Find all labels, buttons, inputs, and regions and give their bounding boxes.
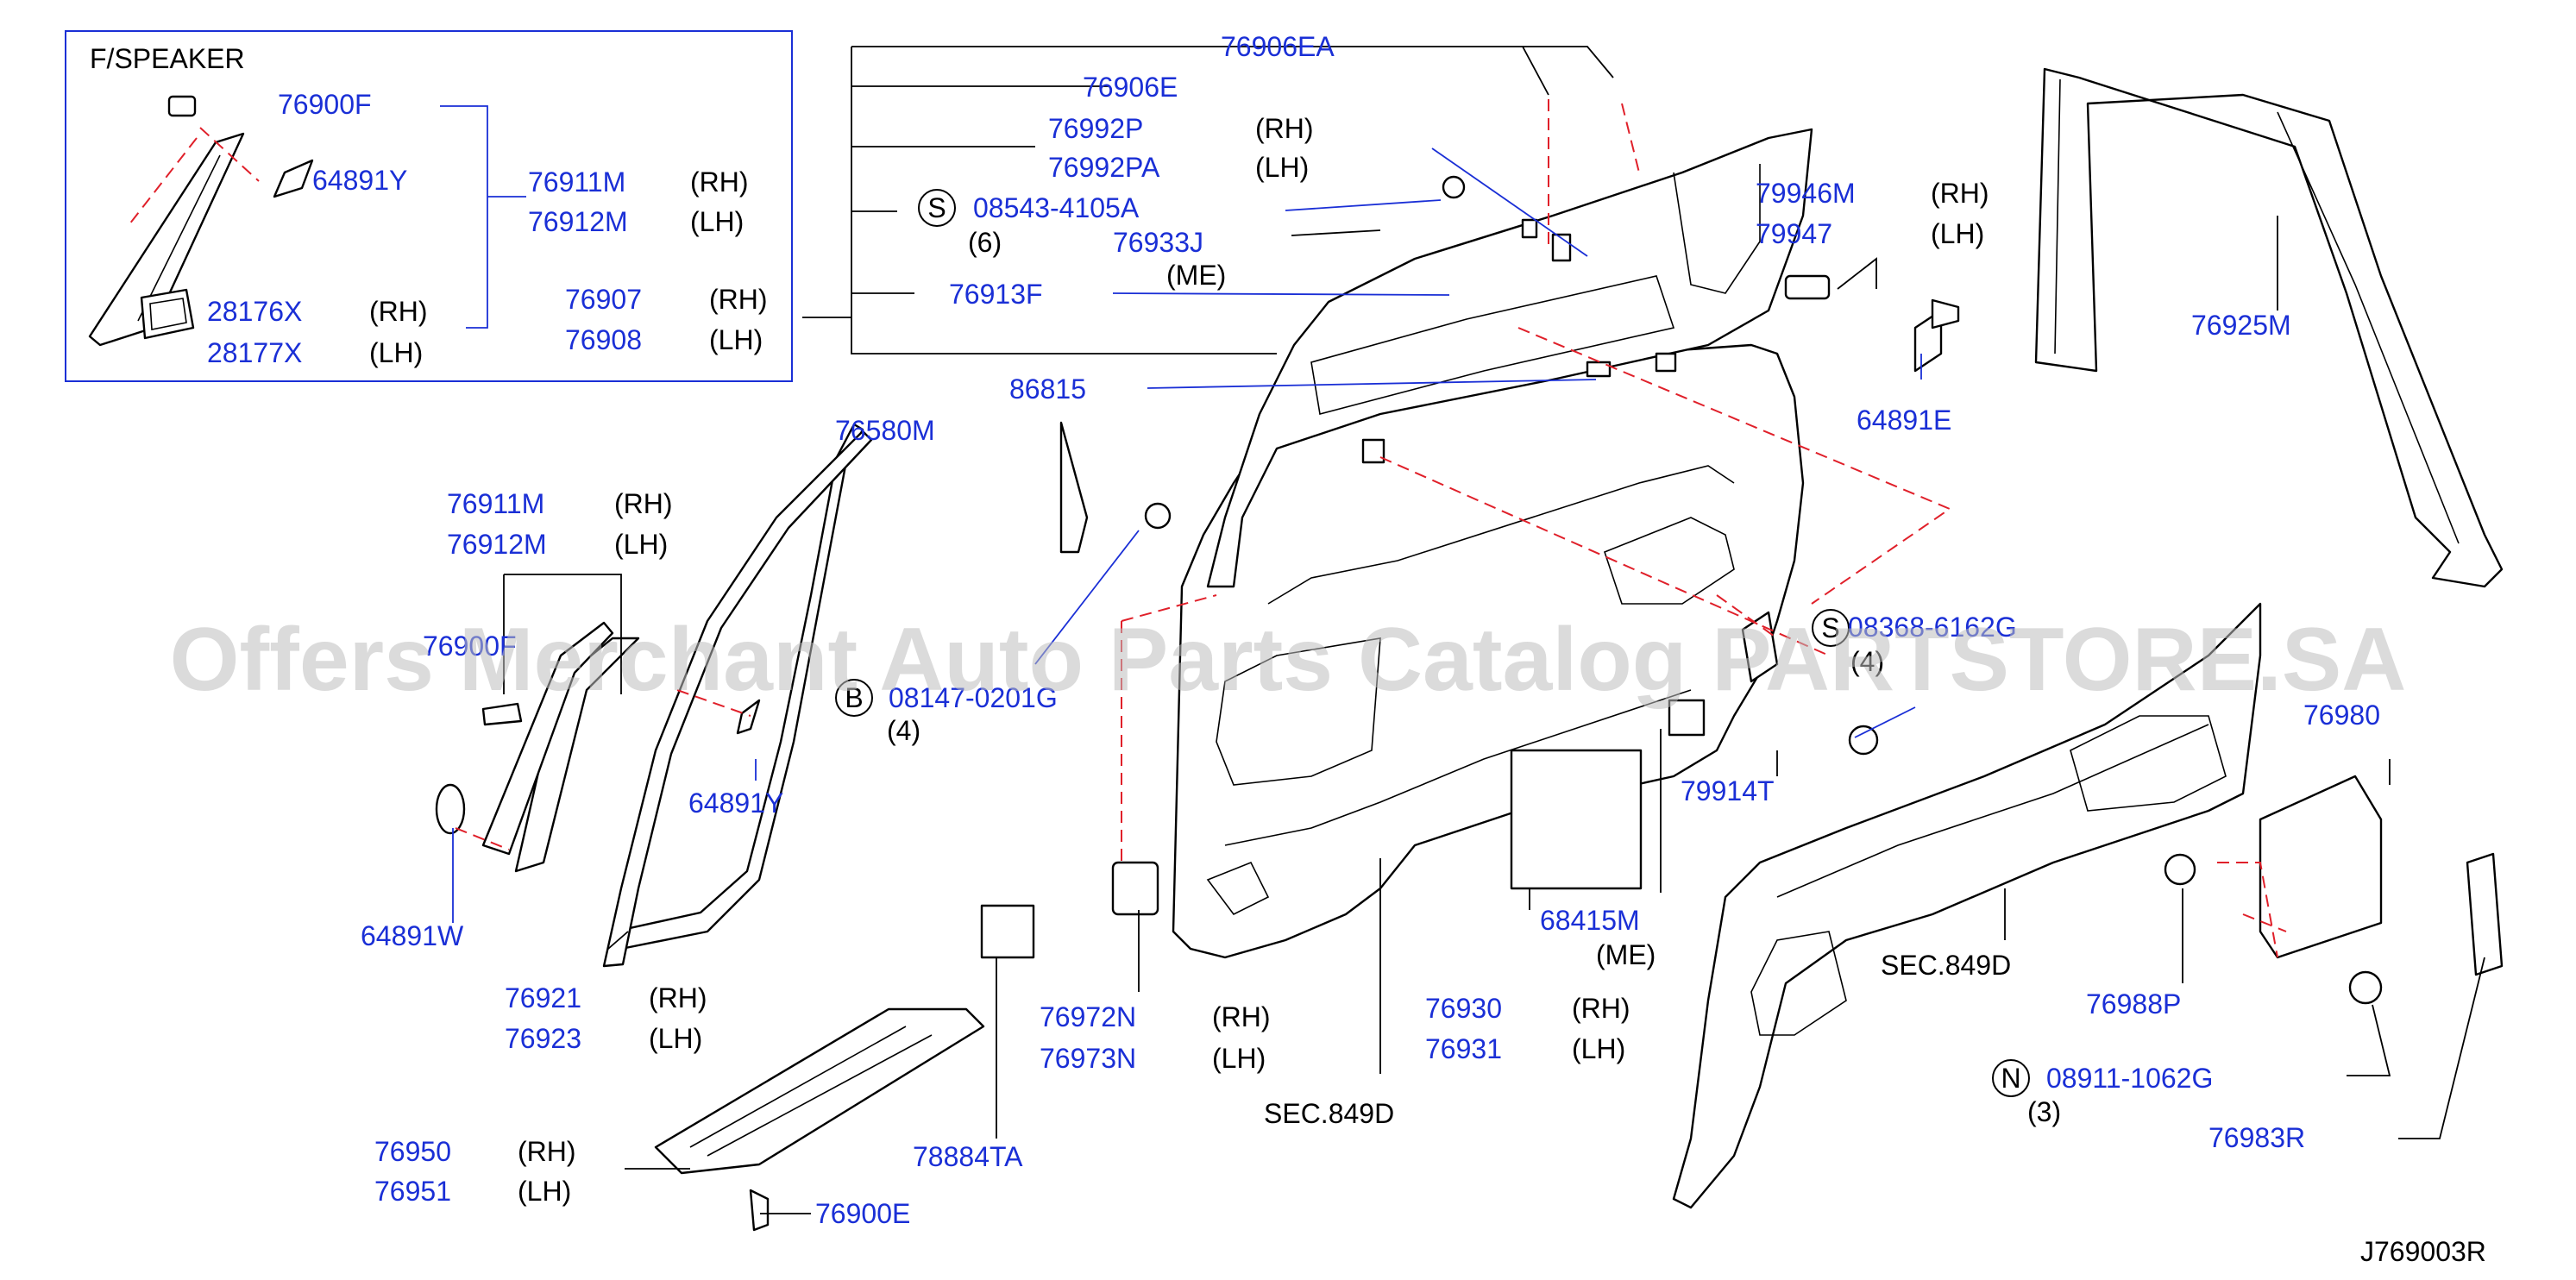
- part-label-inset-76911M[interactable]: 76911M: [528, 166, 625, 198]
- part-side-76973N: (LH): [1212, 1043, 1266, 1074]
- part-label-76988P[interactable]: 76988P: [2086, 988, 2181, 1020]
- part-qty-08147-0201G: (4): [887, 715, 920, 746]
- part-label-76950[interactable]: 76950: [374, 1136, 451, 1167]
- diagram-code: J769003R: [2360, 1236, 2486, 1267]
- part-side-76907: (RH): [709, 284, 768, 315]
- section-ref-right[interactable]: SEC.849D: [1881, 950, 2011, 981]
- part-label-76580M[interactable]: 76580M: [835, 415, 935, 446]
- dashed-connection-lines: [455, 99, 2287, 958]
- part-label-inset-76900F[interactable]: 76900F: [278, 89, 372, 120]
- part-side-76950: (RH): [518, 1136, 576, 1167]
- part-label-76973N[interactable]: 76973N: [1040, 1043, 1136, 1074]
- part-side-76992P: (RH): [1255, 113, 1314, 144]
- part-side-76933J: (ME): [1166, 260, 1226, 291]
- circle-prefix-s-1: [918, 189, 956, 227]
- part-label-68415M[interactable]: 68415M: [1540, 905, 1640, 936]
- part-label-76923[interactable]: 76923: [505, 1023, 581, 1054]
- circle-prefix-n-label: N: [2001, 1063, 2020, 1094]
- part-label-08147-0201G[interactable]: 08147-0201G: [889, 682, 1058, 713]
- part-qty-08911-1062G: (3): [2027, 1096, 2061, 1127]
- part-label-76906EA[interactable]: 76906EA: [1221, 31, 1335, 62]
- part-label-08911-1062G[interactable]: 08911-1062G: [2046, 1063, 2213, 1094]
- part-label-76930[interactable]: 76930: [1425, 993, 1502, 1024]
- part-side-76908: (LH): [709, 324, 763, 355]
- part-label-64891Y[interactable]: 64891Y: [688, 787, 783, 819]
- part-label-76900E[interactable]: 76900E: [815, 1198, 910, 1229]
- blue-leader-lines: [440, 105, 1922, 923]
- part-label-86815[interactable]: 86815: [1009, 373, 1086, 405]
- part-label-28176X[interactable]: 28176X: [207, 296, 302, 327]
- part-side-28177X: (LH): [369, 337, 423, 368]
- part-side-76992PA: (LH): [1255, 152, 1309, 183]
- part-label-08543-4105A[interactable]: 08543-4105A: [973, 192, 1140, 223]
- part-label-76972N[interactable]: 76972N: [1040, 1001, 1136, 1032]
- part-label-76980[interactable]: 76980: [2303, 700, 2380, 731]
- speaker-inset-title: F/SPEAKER: [90, 43, 245, 74]
- part-side-76951: (LH): [518, 1176, 571, 1207]
- part-label-76992P[interactable]: 76992P: [1048, 113, 1143, 144]
- part-label-79914T[interactable]: 79914T: [1681, 775, 1775, 806]
- rear-side-trim-panel-drawing: [1172, 343, 1805, 959]
- part-label-08368-6162G[interactable]: 08368-6162G: [1848, 612, 2017, 643]
- part-label-76921[interactable]: 76921: [505, 982, 581, 1013]
- part-qty-08368-6162G: (4): [1850, 646, 1884, 677]
- part-side-68415M: (ME): [1596, 939, 1656, 970]
- part-label-64891E[interactable]: 64891E: [1857, 405, 1951, 436]
- part-side-inset-76911M: (RH): [690, 166, 749, 198]
- part-label-64891W[interactable]: 64891W: [361, 920, 464, 951]
- part-label-inset-64891Y[interactable]: 64891Y: [312, 165, 407, 196]
- watermark-text: Offers Merchant Auto Parts Catalog PARTS…: [170, 610, 2407, 710]
- part-side-76912M: (LH): [614, 529, 668, 560]
- part-side-79947: (LH): [1931, 218, 1984, 249]
- small-fasteners-drawing: [435, 175, 2504, 1232]
- part-label-76983R[interactable]: 76983R: [2208, 1122, 2305, 1153]
- part-label-76907[interactable]: 76907: [565, 284, 642, 315]
- part-label-76906E[interactable]: 76906E: [1083, 72, 1178, 103]
- part-label-inset-76912M[interactable]: 76912M: [528, 206, 628, 237]
- part-qty-08543-4105A: (6): [968, 227, 1002, 258]
- part-label-76911M[interactable]: 76911M: [447, 488, 544, 519]
- part-side-28176X: (RH): [369, 296, 428, 327]
- part-side-76931: (LH): [1572, 1033, 1625, 1064]
- black-leader-lines: [503, 46, 2485, 1214]
- part-label-78884TA[interactable]: 78884TA: [913, 1141, 1023, 1172]
- part-side-76972N: (RH): [1212, 1001, 1271, 1032]
- part-label-79946M[interactable]: 79946M: [1756, 178, 1856, 209]
- circle-prefix-s-2-label: S: [1821, 612, 1839, 643]
- speaker-inset-frame: [65, 30, 793, 382]
- circle-prefix-s-2: [1812, 609, 1850, 647]
- part-label-76992PA[interactable]: 76992PA: [1048, 152, 1160, 183]
- part-label-76912M[interactable]: 76912M: [447, 529, 547, 560]
- upper-quarter-trim-drawing: [1206, 128, 1813, 588]
- a-pillar-weatherstrip-drawing: [481, 423, 873, 968]
- part-label-76931[interactable]: 76931: [1425, 1033, 1502, 1064]
- part-side-inset-76912M: (LH): [690, 206, 744, 237]
- circle-prefix-b: [835, 679, 873, 717]
- part-side-79946M: (RH): [1931, 178, 1989, 209]
- part-label-76913F[interactable]: 76913F: [949, 279, 1043, 310]
- part-label-28177X[interactable]: 28177X: [207, 337, 302, 368]
- part-label-76933J[interactable]: 76933J: [1113, 227, 1203, 258]
- step-plate-drawing: [654, 1007, 985, 1175]
- part-label-76951[interactable]: 76951: [374, 1176, 451, 1207]
- pad-78884TA-drawing: [980, 904, 1035, 959]
- circle-prefix-n: [1992, 1059, 2030, 1097]
- part-label-79947[interactable]: 79947: [1756, 218, 1832, 249]
- circle-prefix-s-1-label: S: [927, 192, 946, 223]
- circle-prefix-b-label: B: [845, 682, 863, 713]
- part-side-76921: (RH): [649, 982, 707, 1013]
- part-label-76925M[interactable]: 76925M: [2191, 310, 2291, 341]
- part-side-76930: (RH): [1572, 993, 1630, 1024]
- part-side-76911M: (RH): [614, 488, 673, 519]
- inset-pillar-trim-drawing: [88, 95, 314, 347]
- part-label-76900F[interactable]: 76900F: [423, 631, 517, 662]
- section-ref-center[interactable]: SEC.849D: [1264, 1098, 1394, 1129]
- part-label-76908[interactable]: 76908: [565, 324, 642, 355]
- part-side-76923: (LH): [649, 1023, 702, 1054]
- lh-side-trim-panel-drawing: [1672, 602, 2262, 1209]
